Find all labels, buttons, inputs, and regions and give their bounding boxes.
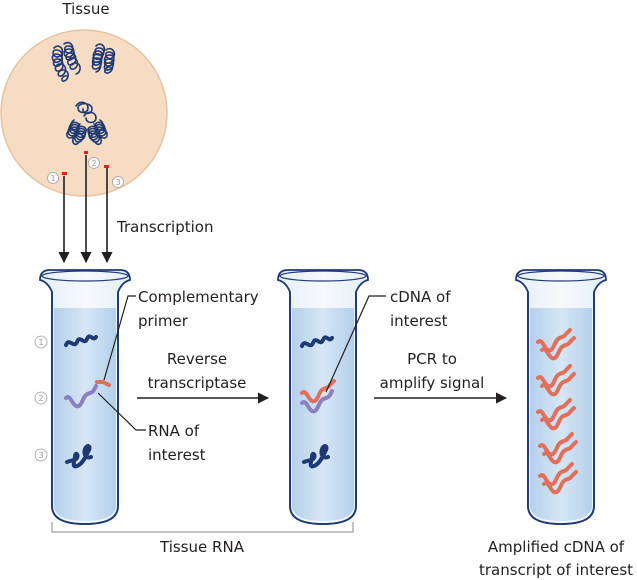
complementary-primer-label-2: primer — [138, 312, 189, 330]
rna-of-interest-tube1 — [64, 384, 98, 409]
reverse-transcriptase-label: Reverse — [167, 350, 227, 368]
svg-text:1: 1 — [38, 338, 43, 347]
cdna-leader — [325, 295, 386, 393]
svg-text:1: 1 — [50, 174, 55, 183]
tube-2 — [277, 269, 369, 525]
locus-number-badges: 1 2 3 — [47, 157, 124, 188]
amplified-cdna — [536, 328, 578, 495]
rna-3-tube2 — [302, 444, 330, 469]
svg-text:3: 3 — [115, 178, 120, 187]
tissue-label: Tissue — [61, 0, 109, 18]
transcription-label: Transcription — [116, 218, 213, 236]
chromosome — [51, 41, 116, 145]
tissue-rna-bracket — [51, 522, 354, 533]
amplified-cdna-label: Amplified cDNA of — [488, 538, 625, 556]
primer-leader — [103, 295, 136, 381]
cdna-of-interest-label: cDNA of — [390, 288, 451, 306]
complementary-primer-label: Complementary — [138, 288, 259, 306]
locus-marker-3 — [104, 165, 109, 168]
cdna-of-interest-label-2: interest — [390, 312, 448, 330]
svg-text:3: 3 — [38, 451, 43, 460]
tube-3 — [515, 269, 607, 525]
rna-1 — [64, 334, 98, 347]
locus-marker-1 — [62, 172, 67, 175]
primer-tube1 — [95, 380, 111, 387]
rna-3 — [65, 444, 93, 469]
rna-1-tube2 — [300, 335, 334, 348]
rna-of-interest-label-2: interest — [148, 446, 206, 464]
reverse-transcriptase-label-2: transcriptase — [148, 374, 247, 392]
tube1-number-badges: 1 2 3 — [34, 335, 48, 462]
amplified-cdna-label-2: transcript of interest — [479, 561, 633, 579]
svg-text:2: 2 — [38, 394, 43, 403]
rna-of-interest-label: RNA of — [148, 422, 200, 440]
svg-text:2: 2 — [91, 159, 96, 168]
rna-leader — [97, 392, 146, 431]
rna-of-interest-tube2 — [300, 389, 334, 414]
locus-marker-2 — [84, 151, 88, 154]
tissue-rna-label: Tissue RNA — [159, 538, 245, 556]
pcr-label-2: amplify signal — [380, 374, 485, 392]
cdna-tube2 — [300, 379, 336, 404]
pcr-label: PCR to — [407, 350, 457, 368]
